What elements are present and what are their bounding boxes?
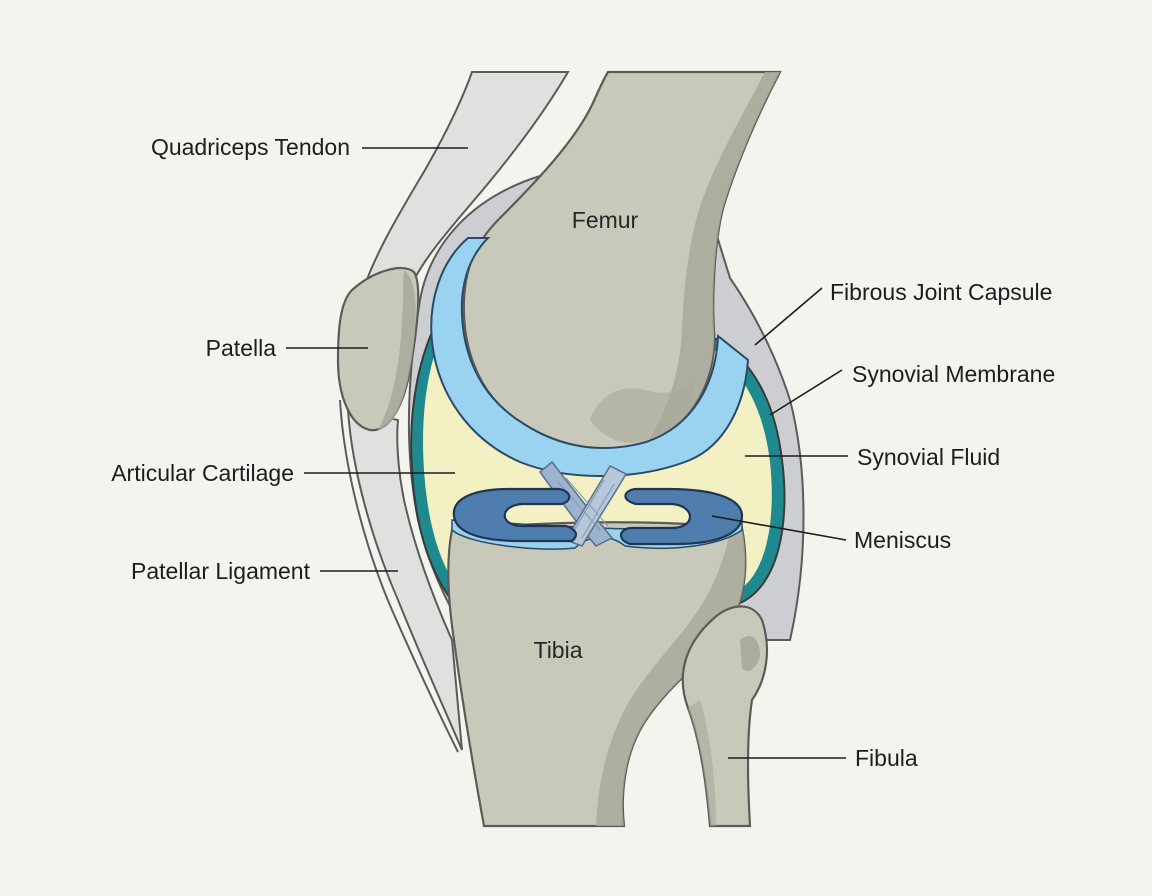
femoral-articular-cartilage	[430, 237, 750, 477]
quadriceps-tendon-label: Quadriceps Tendon	[151, 134, 350, 160]
meniscus-leader	[711, 515, 847, 541]
synovial-membrane-label: Synovial Membrane	[852, 361, 1055, 387]
fibrous-joint-capsule-leader	[754, 287, 823, 346]
femur-label: Femur	[572, 207, 639, 233]
articular-cartilage-label: Articular Cartilage	[111, 460, 294, 486]
meniscus-left	[452, 487, 577, 543]
cruciate-ligaments	[538, 460, 628, 547]
meniscus-label: Meniscus	[854, 527, 951, 553]
meniscus-right	[619, 487, 744, 546]
synovial-fluid-label: Synovial Fluid	[857, 444, 1000, 470]
synovial-membrane-leader	[769, 369, 843, 416]
patella-label: Patella	[206, 335, 277, 361]
patellar-ligament	[346, 408, 463, 751]
fibula-label: Fibula	[855, 745, 918, 771]
fibrous-joint-capsule-label: Fibrous Joint Capsule	[830, 279, 1052, 305]
patellar-ligament-label: Patellar Ligament	[131, 558, 311, 584]
tibia-label: Tibia	[534, 637, 583, 663]
